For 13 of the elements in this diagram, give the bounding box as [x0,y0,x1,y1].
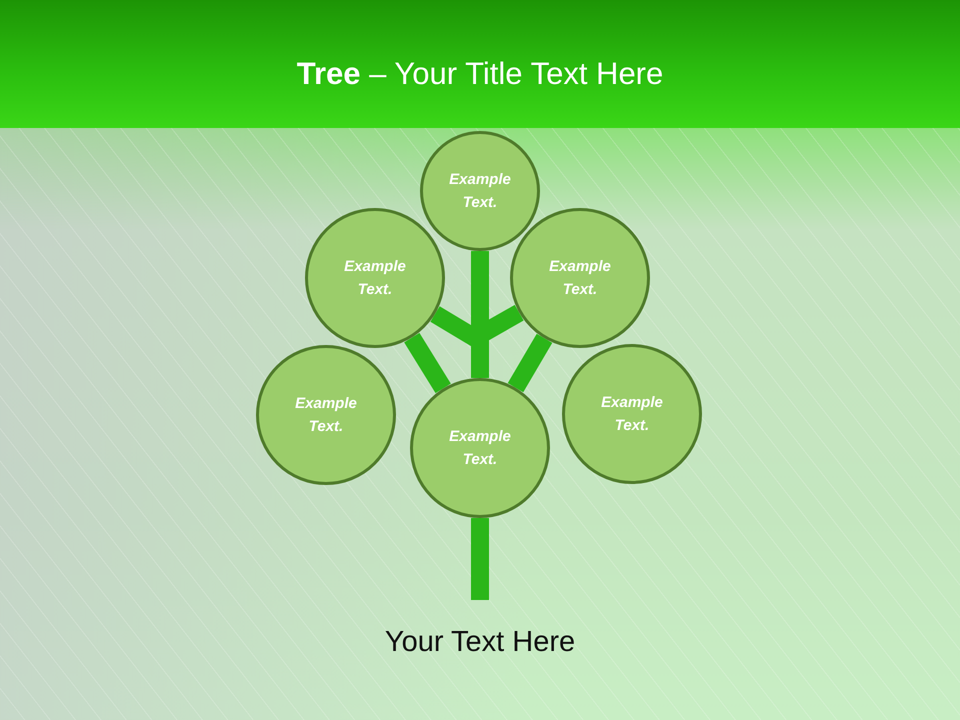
tree-branch [508,334,552,392]
node-text: Example Text. [448,427,512,470]
title-text: Tree – Your Title Text Here [296,55,664,93]
node-text: Example Text. [294,394,358,437]
circle-node [510,208,650,348]
node-text: Example Text. [548,257,612,300]
tree-trunk [471,518,489,600]
node-text: Example Text. [343,257,407,300]
node-text: Example Text. [600,393,664,436]
circle-node [420,131,540,251]
tree-branch [404,332,451,394]
node-text: Example Text. [448,170,512,213]
caption-text: Your Text Here [384,625,576,660]
